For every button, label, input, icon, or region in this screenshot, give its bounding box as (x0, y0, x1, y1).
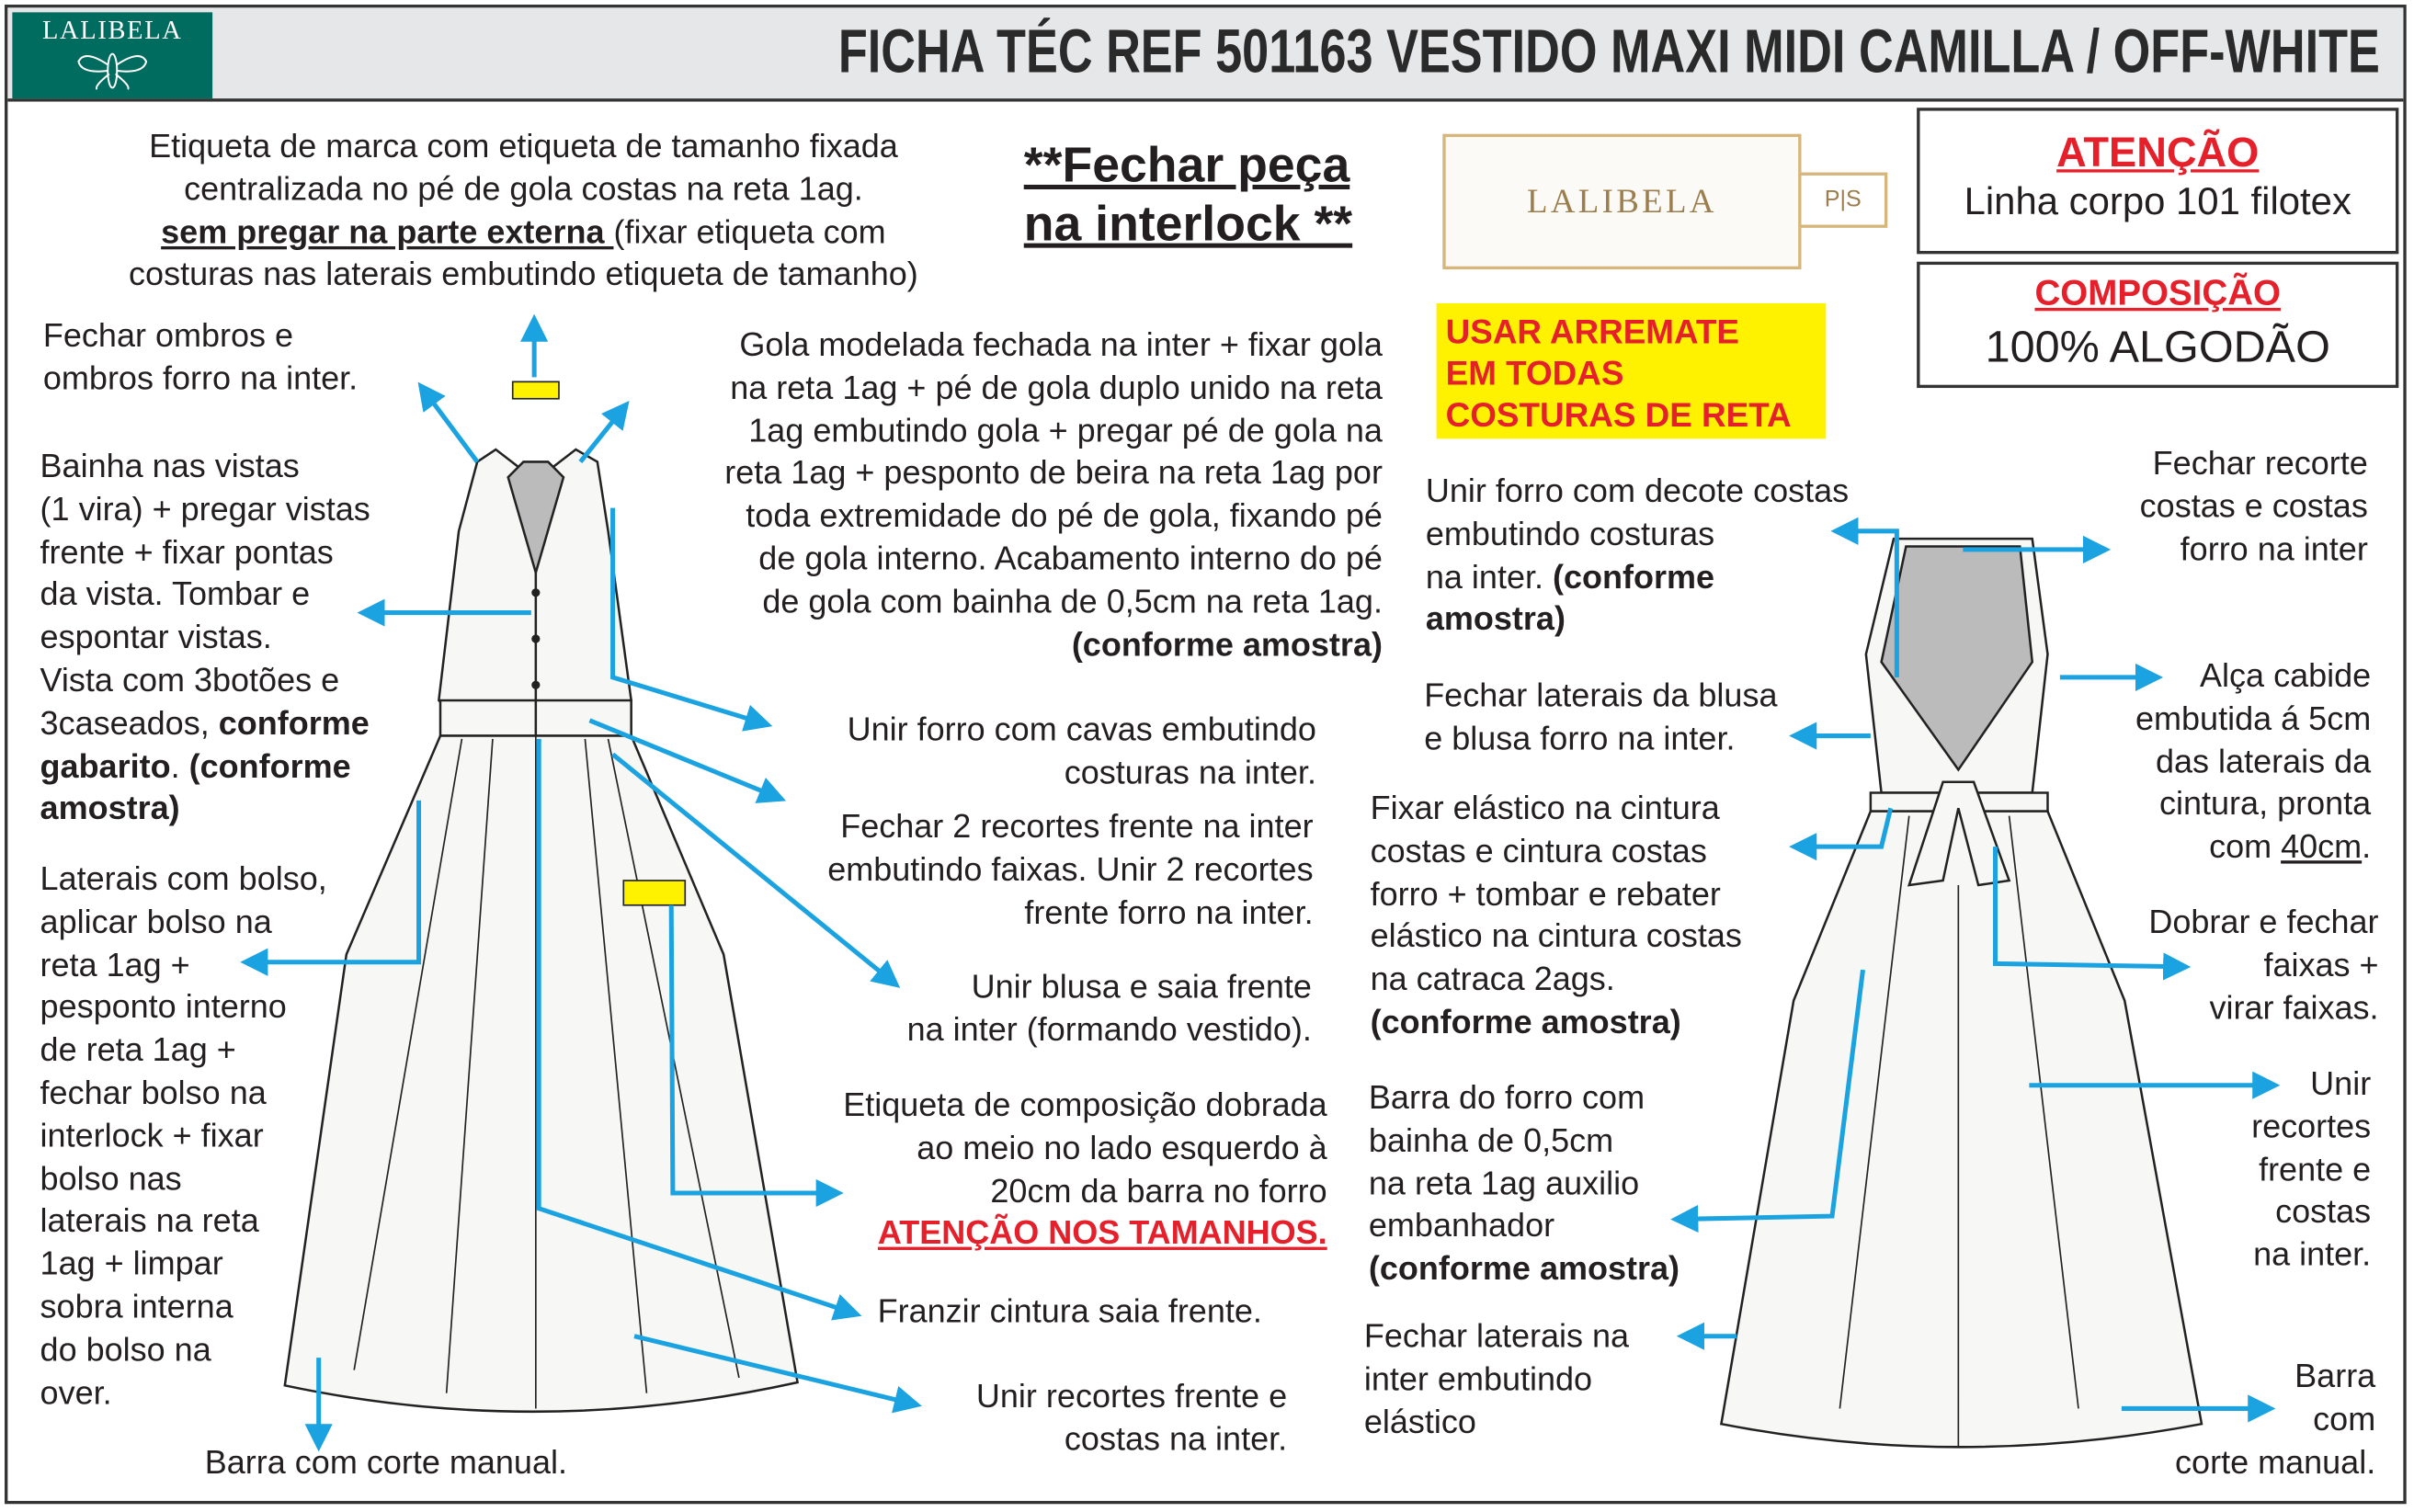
arrow-lining-hem (1670, 969, 1866, 1233)
note-emphasis: 40cm (2281, 828, 2363, 866)
note-emphasis: (conforme amostra) (40, 747, 351, 827)
note-emphasis: (conforme amostra) (1368, 1250, 1680, 1288)
note-facings: Bainha nas vistas (1 vira) + pregar vist… (40, 447, 370, 832)
note-emphasis: sem pregar na parte externa (161, 213, 614, 251)
note-line: na interlock ** (1023, 195, 1353, 251)
note-pockets: Laterais com bolso, aplicar bolso na ret… (40, 860, 327, 1412)
brand-label-image: LALIBELA (1442, 133, 1802, 270)
note-text: (fixar etiqueta com costuras nas laterai… (129, 213, 918, 293)
note-gather: Franzir cintura saia frente. (877, 1292, 1262, 1331)
note-armhole: Unir forro com cavas embutindo costuras … (847, 711, 1316, 791)
composition-box: COMPOSIÇÃO 100% ALGODÃO (1917, 261, 2399, 389)
arrow-composition-label (668, 904, 844, 1208)
note-text: Etiqueta de marca com etiqueta de tamanh… (149, 128, 898, 208)
note-join-seams: Unir recortes frente e costas na inter. (2251, 1064, 2372, 1274)
arrow-sashes (1993, 847, 2192, 981)
note-text: Alça cabide embutida á 5cm das laterais … (2135, 657, 2372, 866)
bee-icon (77, 52, 148, 90)
note-brand-label: Etiqueta de marca com etiqueta de tamanh… (46, 126, 1000, 297)
note-back-seams: Fechar recorte costas e costas forro na … (2139, 445, 2368, 568)
note-front-back-seams: Unir recortes frente e costas na inter. (975, 1377, 1288, 1458)
arrow-elastic (1789, 807, 1894, 861)
note-sides-elastic: Fechar laterais na inter embutindo elást… (1363, 1317, 1630, 1440)
size-label-image: P|S (1798, 172, 1888, 228)
attention-box: ATENÇÃO Linha corpo 101 filotex (1917, 108, 2399, 255)
arrow-join-top-skirt (610, 752, 901, 988)
note-sashes: Dobrar e fechar faixas + virar faixas. (2148, 904, 2379, 1027)
note-collar: Gola modelada fechada na inter + fixar g… (613, 324, 1383, 666)
note-text: Unir forro com decote costas embutindo c… (1425, 472, 1850, 596)
attention-heading: ATENÇÃO (2056, 129, 2260, 176)
note-elastic: Fixar elástico na cintura costas e cintu… (1371, 788, 1742, 1044)
composition-heading: COMPOSIÇÃO (2034, 272, 2281, 313)
composition-text: 100% ALGODÃO (1985, 323, 2330, 373)
arrow-armhole (610, 507, 773, 732)
sizes-warning: ATENÇÃO NOS TAMANHOS. (877, 1215, 1327, 1253)
page-border (5, 5, 2407, 1505)
note-line: **Fechar peça (1023, 137, 1350, 193)
note-lining-hem: Barra do forro com bainha de 0,5cm na re… (1369, 1077, 1680, 1291)
note-text: . (170, 747, 189, 785)
note-sides-top: Fechar laterais da blusa e blusa forro n… (1424, 676, 1778, 757)
attention-text: Linha corpo 101 filotex (1964, 179, 2351, 223)
note-text: Etiqueta de composição dobrada ao meio n… (843, 1086, 1327, 1210)
note-emphasis: (conforme amostra) (1071, 625, 1383, 664)
note-hanger-loop: Alça cabide embutida á 5cm das laterais … (2063, 655, 2371, 870)
note-text: Fixar elástico na cintura costas e cintu… (1370, 790, 1742, 998)
composition-label-marker (622, 880, 687, 906)
note-front-seams: Fechar 2 recortes frente na inter embuti… (827, 808, 1314, 931)
brand-label-marker (511, 381, 560, 400)
arrow-shoulders (417, 381, 480, 463)
note-shoulders: Fechar ombros e ombros forro na inter. (42, 317, 359, 397)
back-dress-drawing (1719, 537, 2203, 1449)
brand-name: LALIBELA (41, 15, 183, 45)
arrow-front-seams (588, 718, 787, 803)
note-hem-back: Barra com corte manual. (2175, 1358, 2376, 1481)
arrow-neckline (1830, 517, 1899, 677)
note-emphasis: (conforme amostra) (1370, 1003, 1681, 1041)
note-neckline: Unir forro com decote costas embutindo c… (1426, 471, 1849, 642)
note-composition-label: Etiqueta de composição dobrada ao meio n… (739, 1086, 1327, 1256)
note-join-top-skirt: Unir blusa e saia frente na inter (forma… (906, 968, 1312, 1049)
note-text: Gola modelada fechada na inter + fixar g… (724, 326, 1383, 620)
page-title: FICHA TÉC REF 501163 VESTIDO MAXI MIDI C… (838, 18, 2381, 86)
arrow-collar (578, 400, 630, 464)
seam-finish-warning: USAR ARREMATE EM TODAS COSTURAS DE RETA (1436, 302, 1827, 439)
arrow-front-back-seams (633, 1334, 922, 1414)
arrow-gather (536, 738, 862, 1321)
note-emphasis: (conforme amostra) (1425, 558, 1715, 639)
header-bar (7, 7, 2404, 102)
callout-arrows (240, 313, 2281, 1452)
note-text: Barra do forro com bainha de 0,5cm na re… (1368, 1079, 1645, 1245)
note-emphasis: conforme gabarito (40, 704, 370, 785)
note-text: Bainha nas vistas (1 vira) + pregar vist… (40, 448, 370, 742)
arrow-pockets (240, 800, 422, 976)
brand-logo: LALIBELA (12, 12, 213, 99)
note-text: . (2362, 828, 2372, 866)
